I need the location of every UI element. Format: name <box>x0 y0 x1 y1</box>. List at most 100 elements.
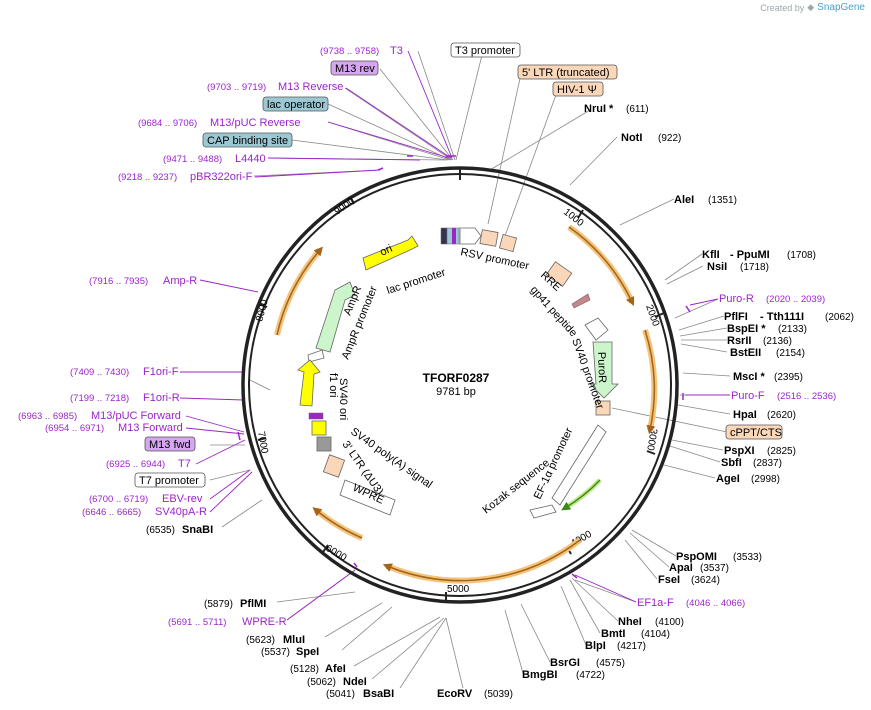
primer-sv40pa-r-pos: (6646 .. 6665) <box>82 507 141 518</box>
primer-t3-pos: (9738 .. 9758) <box>320 46 379 57</box>
site-nrui: NruI * <box>584 103 614 115</box>
site-snabi: SnaBI <box>182 524 213 536</box>
restriction-sites: NruI * (611) NotI (922) AleI (1351) KflI… <box>146 103 854 700</box>
site-nhei: NheI <box>618 616 642 628</box>
primer-ticks <box>237 155 691 579</box>
primer-ef1a-f-pos: (4046 .. 4066) <box>686 598 745 609</box>
site-ppumi: - PpuMI <box>730 249 770 261</box>
brand-name: SnapGene <box>817 2 865 13</box>
site-spei-pos: (5537) <box>261 647 290 658</box>
primer-m13-forward: M13 Forward <box>118 422 183 434</box>
primer-puro-r-pos: (2020 .. 2039) <box>766 294 825 305</box>
site-tth111i-pos: (2062) <box>825 312 854 323</box>
site-msci-pos: (2395) <box>774 372 803 383</box>
site-bsabi-pos: (5041) <box>326 689 355 700</box>
site-rsrii-pos: (2136) <box>763 336 792 347</box>
m13-rev-label: M13 rev <box>335 63 375 75</box>
primer-ampr-pos: (7916 .. 7935) <box>89 276 148 287</box>
plasmid-length: 9781 bp <box>436 386 476 398</box>
primer-wpre-r-pos: (5691 .. 5711) <box>168 617 226 628</box>
hiv-psi-label: HIV-1 Ψ <box>557 84 597 96</box>
tick-7000: 7000 <box>255 431 270 455</box>
tick-2000: 2000 <box>643 303 661 328</box>
site-pflfi: PflFI <box>724 311 748 323</box>
primer-m13-reverse-pos: (9703 .. 9719) <box>207 82 266 93</box>
cap-binding-site-label: CAP binding site <box>207 135 288 147</box>
site-hpai-pos: (2620) <box>767 410 796 421</box>
primer-m13-reverse: M13 Reverse <box>278 81 343 93</box>
site-bsteii: BstEII <box>730 347 761 359</box>
site-nrui-pos: (611) <box>626 104 649 115</box>
feature-gp41: gp41 peptide <box>528 284 579 339</box>
feature-sv40ori: SV40 ori <box>337 378 349 420</box>
site-bmti: BmtI <box>601 628 625 640</box>
site-pspxi: PspXI <box>724 445 755 457</box>
primer-t7: T7 <box>178 458 191 470</box>
site-bsteii-pos: (2154) <box>776 348 805 359</box>
primer-wpre-r: WPRE-R <box>242 616 287 628</box>
site-afei-pos: (5128) <box>290 664 319 675</box>
orange-arcs <box>274 224 658 584</box>
primer-sv40pa-r: SV40pA-R <box>155 506 207 518</box>
t3-promoter-label: T3 promoter <box>455 45 515 57</box>
site-bspei-pos: (2133) <box>778 324 807 335</box>
site-snabi-pos: (6535) <box>146 525 175 536</box>
primer-m13puc-forward: M13/pUC Forward <box>91 410 181 422</box>
feature-f1ori: f1 ori <box>327 373 339 397</box>
site-tth111i: - Tth111I <box>760 311 804 323</box>
boxed-labels: T3 promoter 5' LTR (truncated) HIV-1 Ψ M… <box>134 42 783 488</box>
plasmid-name: TFORF0287 <box>423 371 490 385</box>
site-pflmi: PflMI <box>240 598 266 610</box>
primer-puro-r: Puro-R <box>719 293 754 305</box>
site-bmgbi: BmgBI <box>522 669 557 681</box>
tick-9000: 9000 <box>332 195 357 217</box>
site-ndei: NdeI <box>343 676 367 688</box>
m13-fwd-label: M13 fwd <box>149 439 191 451</box>
site-fsei-pos: (3624) <box>691 575 720 586</box>
site-ecorv-pos: (5039) <box>484 689 513 700</box>
snapgene-logo-icon: ◆ <box>807 2 815 12</box>
site-hpai: HpaI <box>733 409 757 421</box>
site-nsii: NsiI <box>707 261 727 273</box>
primer-ebv-rev-pos: (6700 .. 6719) <box>89 494 148 505</box>
cppt-cts-label: cPPT/CTS <box>730 427 782 439</box>
primer-puro-f-pos: (2516 .. 2536) <box>777 391 836 402</box>
lac-operator-label: lac operator <box>267 99 325 111</box>
site-mlui-pos: (5623) <box>246 635 275 646</box>
site-msci: MscI * <box>733 371 766 383</box>
site-bsabi: BsaBI <box>363 688 394 700</box>
site-agei-pos: (2998) <box>751 474 780 485</box>
site-pflmi-pos: (5879) <box>204 599 233 610</box>
inner-features <box>297 227 619 519</box>
tick-5000: 5000 <box>447 584 470 595</box>
site-sbfi-pos: (2837) <box>753 458 782 469</box>
primer-ebv-rev: EBV-rev <box>162 493 203 505</box>
site-alei: AleI <box>674 194 694 206</box>
site-pspomi: PspOMI <box>676 551 717 563</box>
feature-ori: ori <box>378 243 394 259</box>
primer-m13puc-reverse-pos: (9684 .. 9706) <box>138 118 197 129</box>
brand-prefix: Created by <box>760 2 805 13</box>
primer-f1ori-f: F1ori-F <box>143 366 179 378</box>
site-afei: AfeI <box>325 663 346 675</box>
site-nhei-pos: (4100) <box>655 617 684 628</box>
primer-m13puc-reverse: M13/pUC Reverse <box>210 117 300 129</box>
primer-ef1a-f: EF1a-F <box>637 597 674 609</box>
site-bmti-pos: (4104) <box>641 629 670 640</box>
snapgene-brand: Created by ◆ SnapGene <box>760 2 865 13</box>
feature-lac-promoter: lac promoter <box>385 266 447 296</box>
site-noti-pos: (922) <box>658 133 681 144</box>
site-bspei: BspEI * <box>727 323 766 335</box>
site-ecorv: EcoRV <box>437 688 473 700</box>
site-bmgbi-pos: (4722) <box>576 670 605 681</box>
primer-t7-pos: (6925 .. 6944) <box>106 459 165 470</box>
site-agei: AgeI <box>716 473 740 485</box>
site-sbfi: SbfI <box>721 457 742 469</box>
tick-8000: 8000 <box>254 298 270 323</box>
site-mlui: MluI <box>283 634 305 646</box>
primers: (9738 .. 9758) T3 (9703 .. 9719) M13 Rev… <box>18 45 836 628</box>
site-blpi-pos: (4217) <box>617 641 646 652</box>
primer-m13-forward-pos: (6954 .. 6971) <box>45 423 104 434</box>
site-nsii-pos: (1718) <box>740 262 769 273</box>
